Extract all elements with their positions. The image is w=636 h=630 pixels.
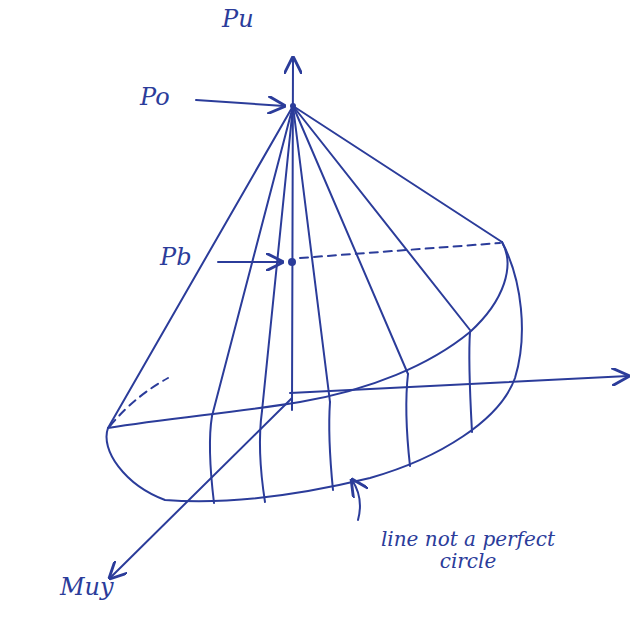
- point-label: Pb: [160, 244, 192, 270]
- leader-arrow: [196, 100, 284, 106]
- mux-axis: [290, 376, 628, 393]
- axis-label: Muy: [60, 574, 114, 600]
- balance-point: [288, 258, 296, 266]
- meridian: [262, 106, 293, 411]
- meridian: [212, 106, 293, 416]
- rib: [406, 374, 410, 466]
- hidden-edge: [110, 378, 168, 426]
- meridian: [293, 106, 408, 374]
- rib: [469, 332, 472, 432]
- point-label: Po: [140, 84, 170, 110]
- cone-edge: [293, 106, 502, 242]
- base-curve: [107, 242, 522, 501]
- cone-edge: [108, 106, 293, 428]
- rib: [329, 402, 333, 490]
- hidden-edge: [300, 243, 500, 258]
- meridian: [293, 106, 470, 330]
- rib: [210, 416, 214, 503]
- leader-arrow: [218, 261, 282, 263]
- muy-axis: [110, 398, 292, 578]
- rib: [260, 411, 265, 502]
- note: line not a perfect circle: [378, 528, 558, 572]
- apex-point: [290, 103, 296, 109]
- leader-arrow: [352, 480, 360, 520]
- axis-label: Pu: [222, 6, 254, 32]
- base-curve: [108, 242, 507, 428]
